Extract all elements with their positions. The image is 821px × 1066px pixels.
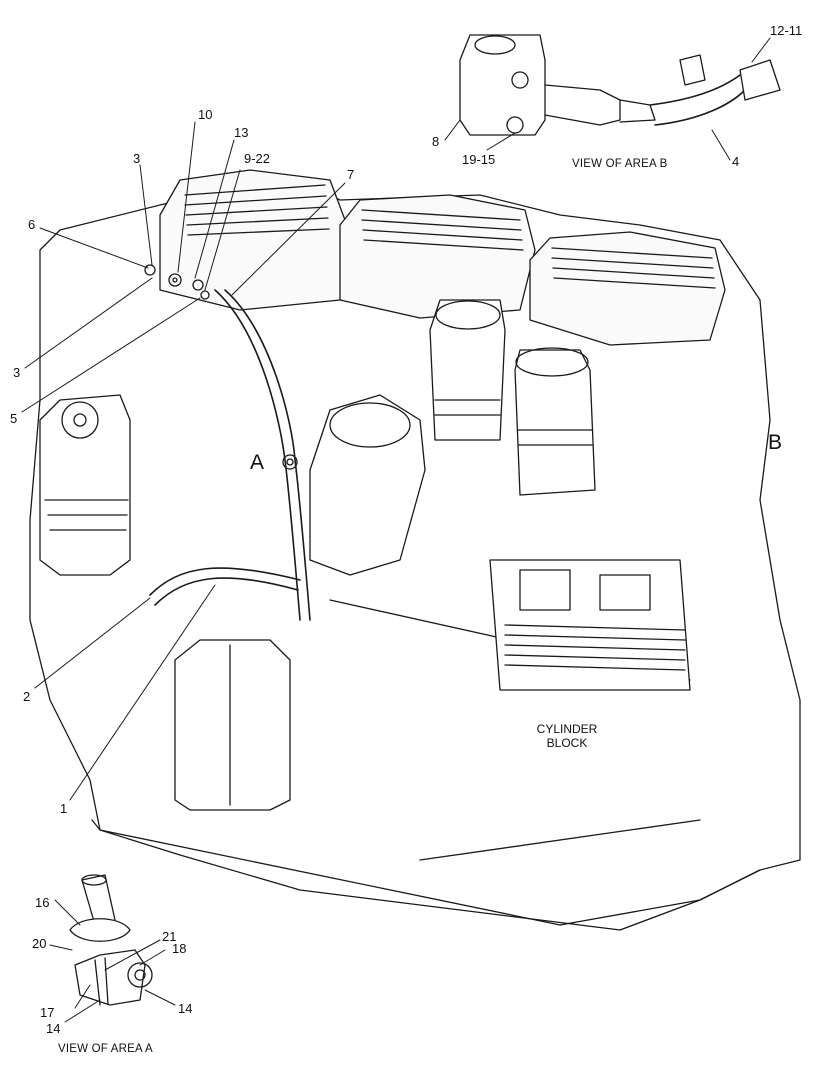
callout-2: 2: [23, 689, 31, 704]
callout-14-right: 14: [178, 1001, 193, 1016]
view-area-b-caption: VIEW OF AREA B: [572, 158, 668, 170]
view-area-a-caption: VIEW OF AREA A: [58, 1043, 153, 1055]
area-a-marker: A: [250, 451, 265, 474]
fitting-area-a: [282, 454, 298, 470]
valve-cover-rear: [529, 231, 726, 346]
callout-19-15: 19-15: [462, 152, 496, 167]
callout-6: 6: [28, 217, 36, 232]
callout-20: 20: [32, 936, 47, 951]
callout-1: 1: [60, 801, 68, 816]
callout-7: 7: [347, 167, 355, 182]
oil-filter-upper: [429, 299, 506, 441]
valve-cover-front: [159, 169, 346, 311]
cylinder-block-label: CYLINDER BLOCK: [522, 722, 612, 751]
fuel-filter-left: [39, 394, 131, 576]
callout-10: 10: [198, 107, 213, 122]
fuel-hose-main: [214, 289, 311, 621]
callout-17: 17: [40, 1005, 55, 1020]
callout-9-22: 9-22: [244, 151, 271, 166]
large-filter-lower: [174, 639, 291, 811]
leader-lines: [21, 37, 771, 1023]
callout-3-left: 3: [13, 365, 21, 380]
callout-3-top: 3: [133, 151, 141, 166]
valve-cover-middle: [339, 194, 536, 319]
callout-5: 5: [10, 411, 18, 426]
ecm-module: [489, 559, 691, 691]
callout-21: 21: [162, 929, 177, 944]
detail-area-a: [69, 874, 153, 1006]
callout-18: 18: [172, 941, 187, 956]
cylinder-block-label-line1: CYLINDER: [536, 722, 598, 736]
callout-13: 13: [234, 125, 249, 140]
turbo-elbow: [309, 394, 426, 576]
fuel-hose-lower: [149, 567, 301, 606]
callout-16: 16: [35, 895, 50, 910]
oil-filter-lower: [514, 347, 596, 496]
fitting-cluster-top: [144, 264, 210, 300]
area-b-marker: B: [768, 431, 783, 454]
callout-8: 8: [432, 134, 440, 149]
detail-area-b: [459, 34, 781, 136]
callout-12-11: 12-11: [770, 23, 803, 38]
callout-4: 4: [732, 154, 740, 169]
callout-14-left: 14: [46, 1021, 61, 1036]
cylinder-block-label-line2: BLOCK: [546, 736, 588, 751]
